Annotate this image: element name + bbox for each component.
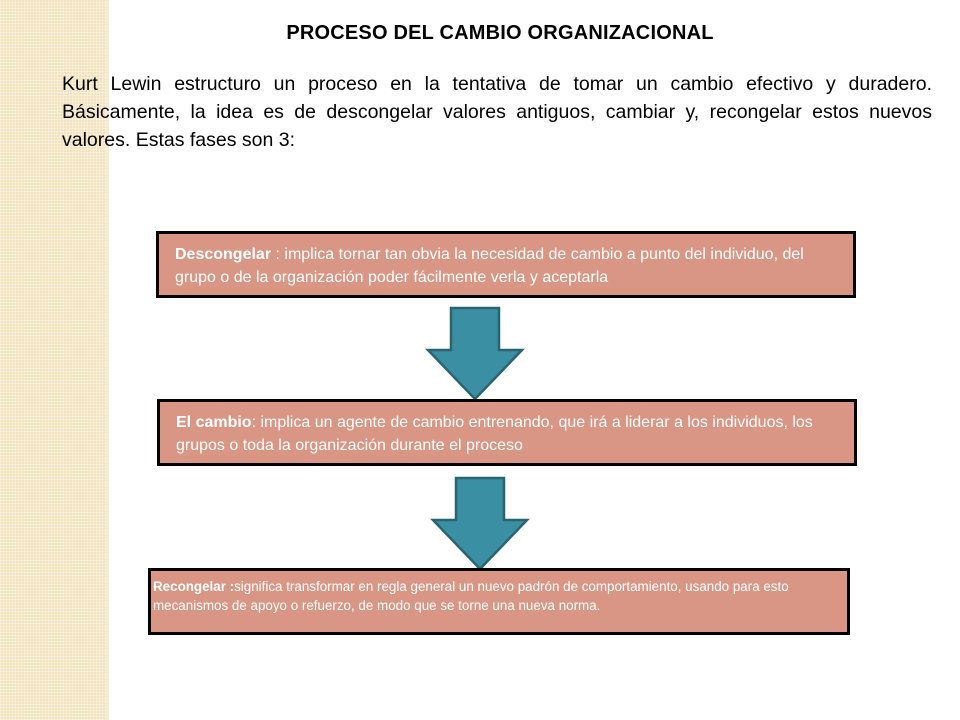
phase-label: El cambio: [176, 414, 252, 431]
phase-box-descongelar: Descongelar : implica tornar tan obvia l…: [156, 231, 856, 298]
phase-label: Recongelar :: [153, 579, 235, 594]
phase-description: : implica un agente de cambio entrenando…: [176, 414, 813, 454]
intro-paragraph: Kurt Lewin estructuro un proceso en la t…: [62, 73, 932, 151]
phase-description: significa transformar en regla general u…: [153, 579, 789, 613]
side-decoration-strip: [0, 0, 106, 720]
phase-box-cambio: El cambio: implica un agente de cambio e…: [157, 399, 857, 466]
phase-label: Descongelar: [175, 246, 272, 263]
down-arrow-icon: [430, 476, 530, 571]
down-arrow-icon: [425, 306, 525, 401]
phase-description: : implica tornar tan obvia la necesidad …: [175, 246, 804, 286]
slide-title: PROCESO DEL CAMBIO ORGANIZACIONAL: [286, 22, 714, 44]
phase-box-recongelar: Recongelar :significa transformar en reg…: [148, 568, 850, 635]
side-decoration-edge: [106, 0, 109, 720]
